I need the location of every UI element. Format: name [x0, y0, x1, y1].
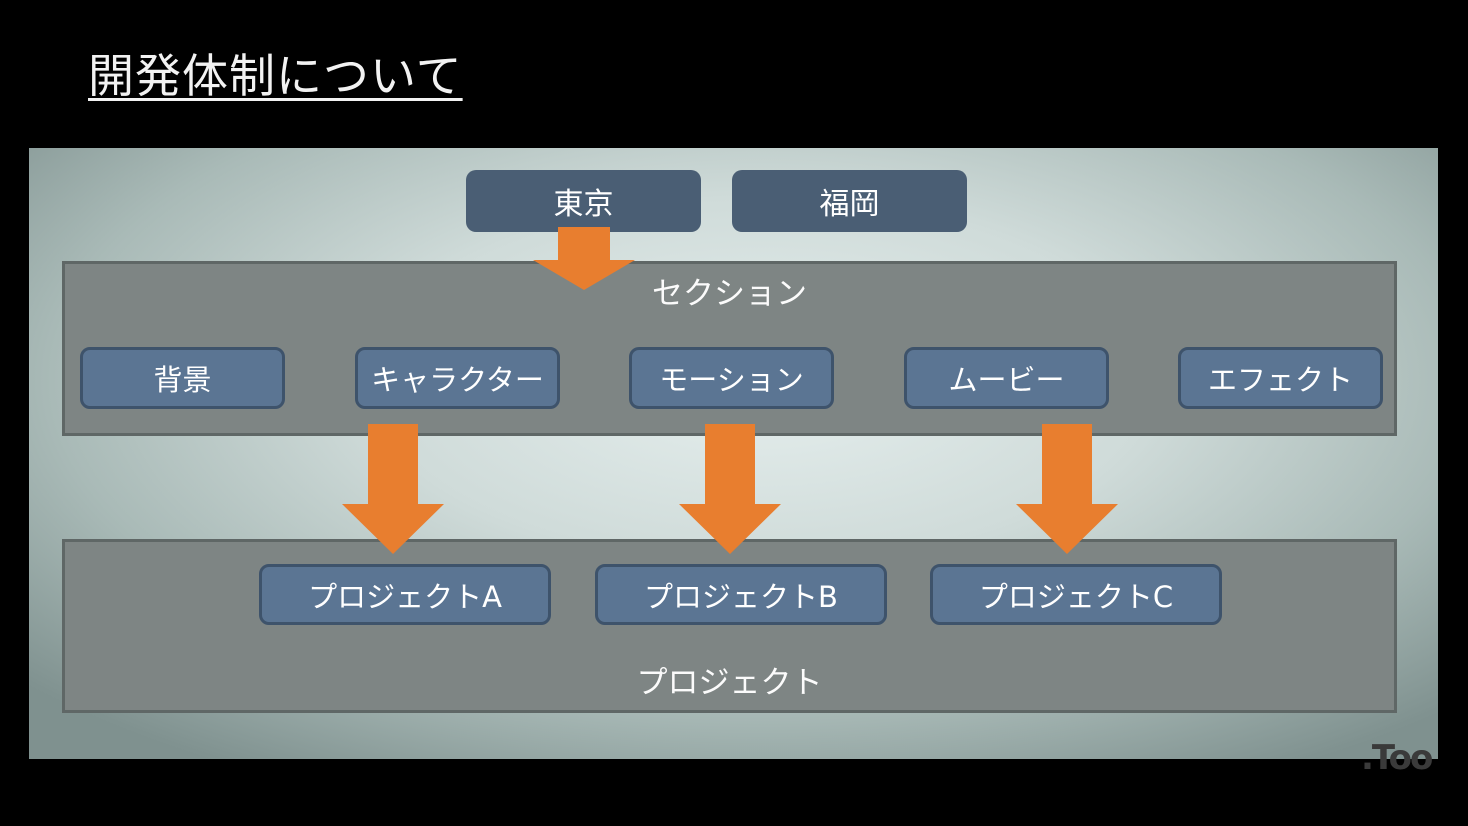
section-box-motion: モーション	[629, 347, 834, 409]
location-box-tokyo: 東京	[466, 170, 701, 232]
slide-title: 開発体制について	[88, 49, 463, 103]
section-box-effect: エフェクト	[1178, 347, 1383, 409]
location-box-fukuoka: 福岡	[732, 170, 967, 232]
section-band: セクション 背景 キャラクター モーション ムービー エフェクト	[62, 261, 1397, 436]
diagram-canvas: 東京 福岡 セクション 背景 キャラクター モーション ムービー エフェクト プ…	[29, 148, 1438, 759]
project-box-c: プロジェクトC	[930, 564, 1222, 625]
project-band: プロジェクト プロジェクトA プロジェクトB プロジェクトC	[62, 539, 1397, 713]
section-box-movie: ムービー	[904, 347, 1109, 409]
section-band-label: セクション	[652, 276, 807, 312]
arrow-down-icon	[679, 424, 781, 554]
project-box-b: プロジェクトB	[595, 564, 887, 625]
arrow-down-icon	[533, 227, 635, 290]
arrow-down-icon	[342, 424, 444, 554]
watermark-logo: .Too	[1361, 738, 1433, 778]
section-box-background: 背景	[80, 347, 285, 409]
project-box-a: プロジェクトA	[259, 564, 551, 625]
project-band-label: プロジェクト	[636, 665, 823, 701]
arrow-down-icon	[1016, 424, 1118, 554]
section-box-character: キャラクター	[355, 347, 560, 409]
